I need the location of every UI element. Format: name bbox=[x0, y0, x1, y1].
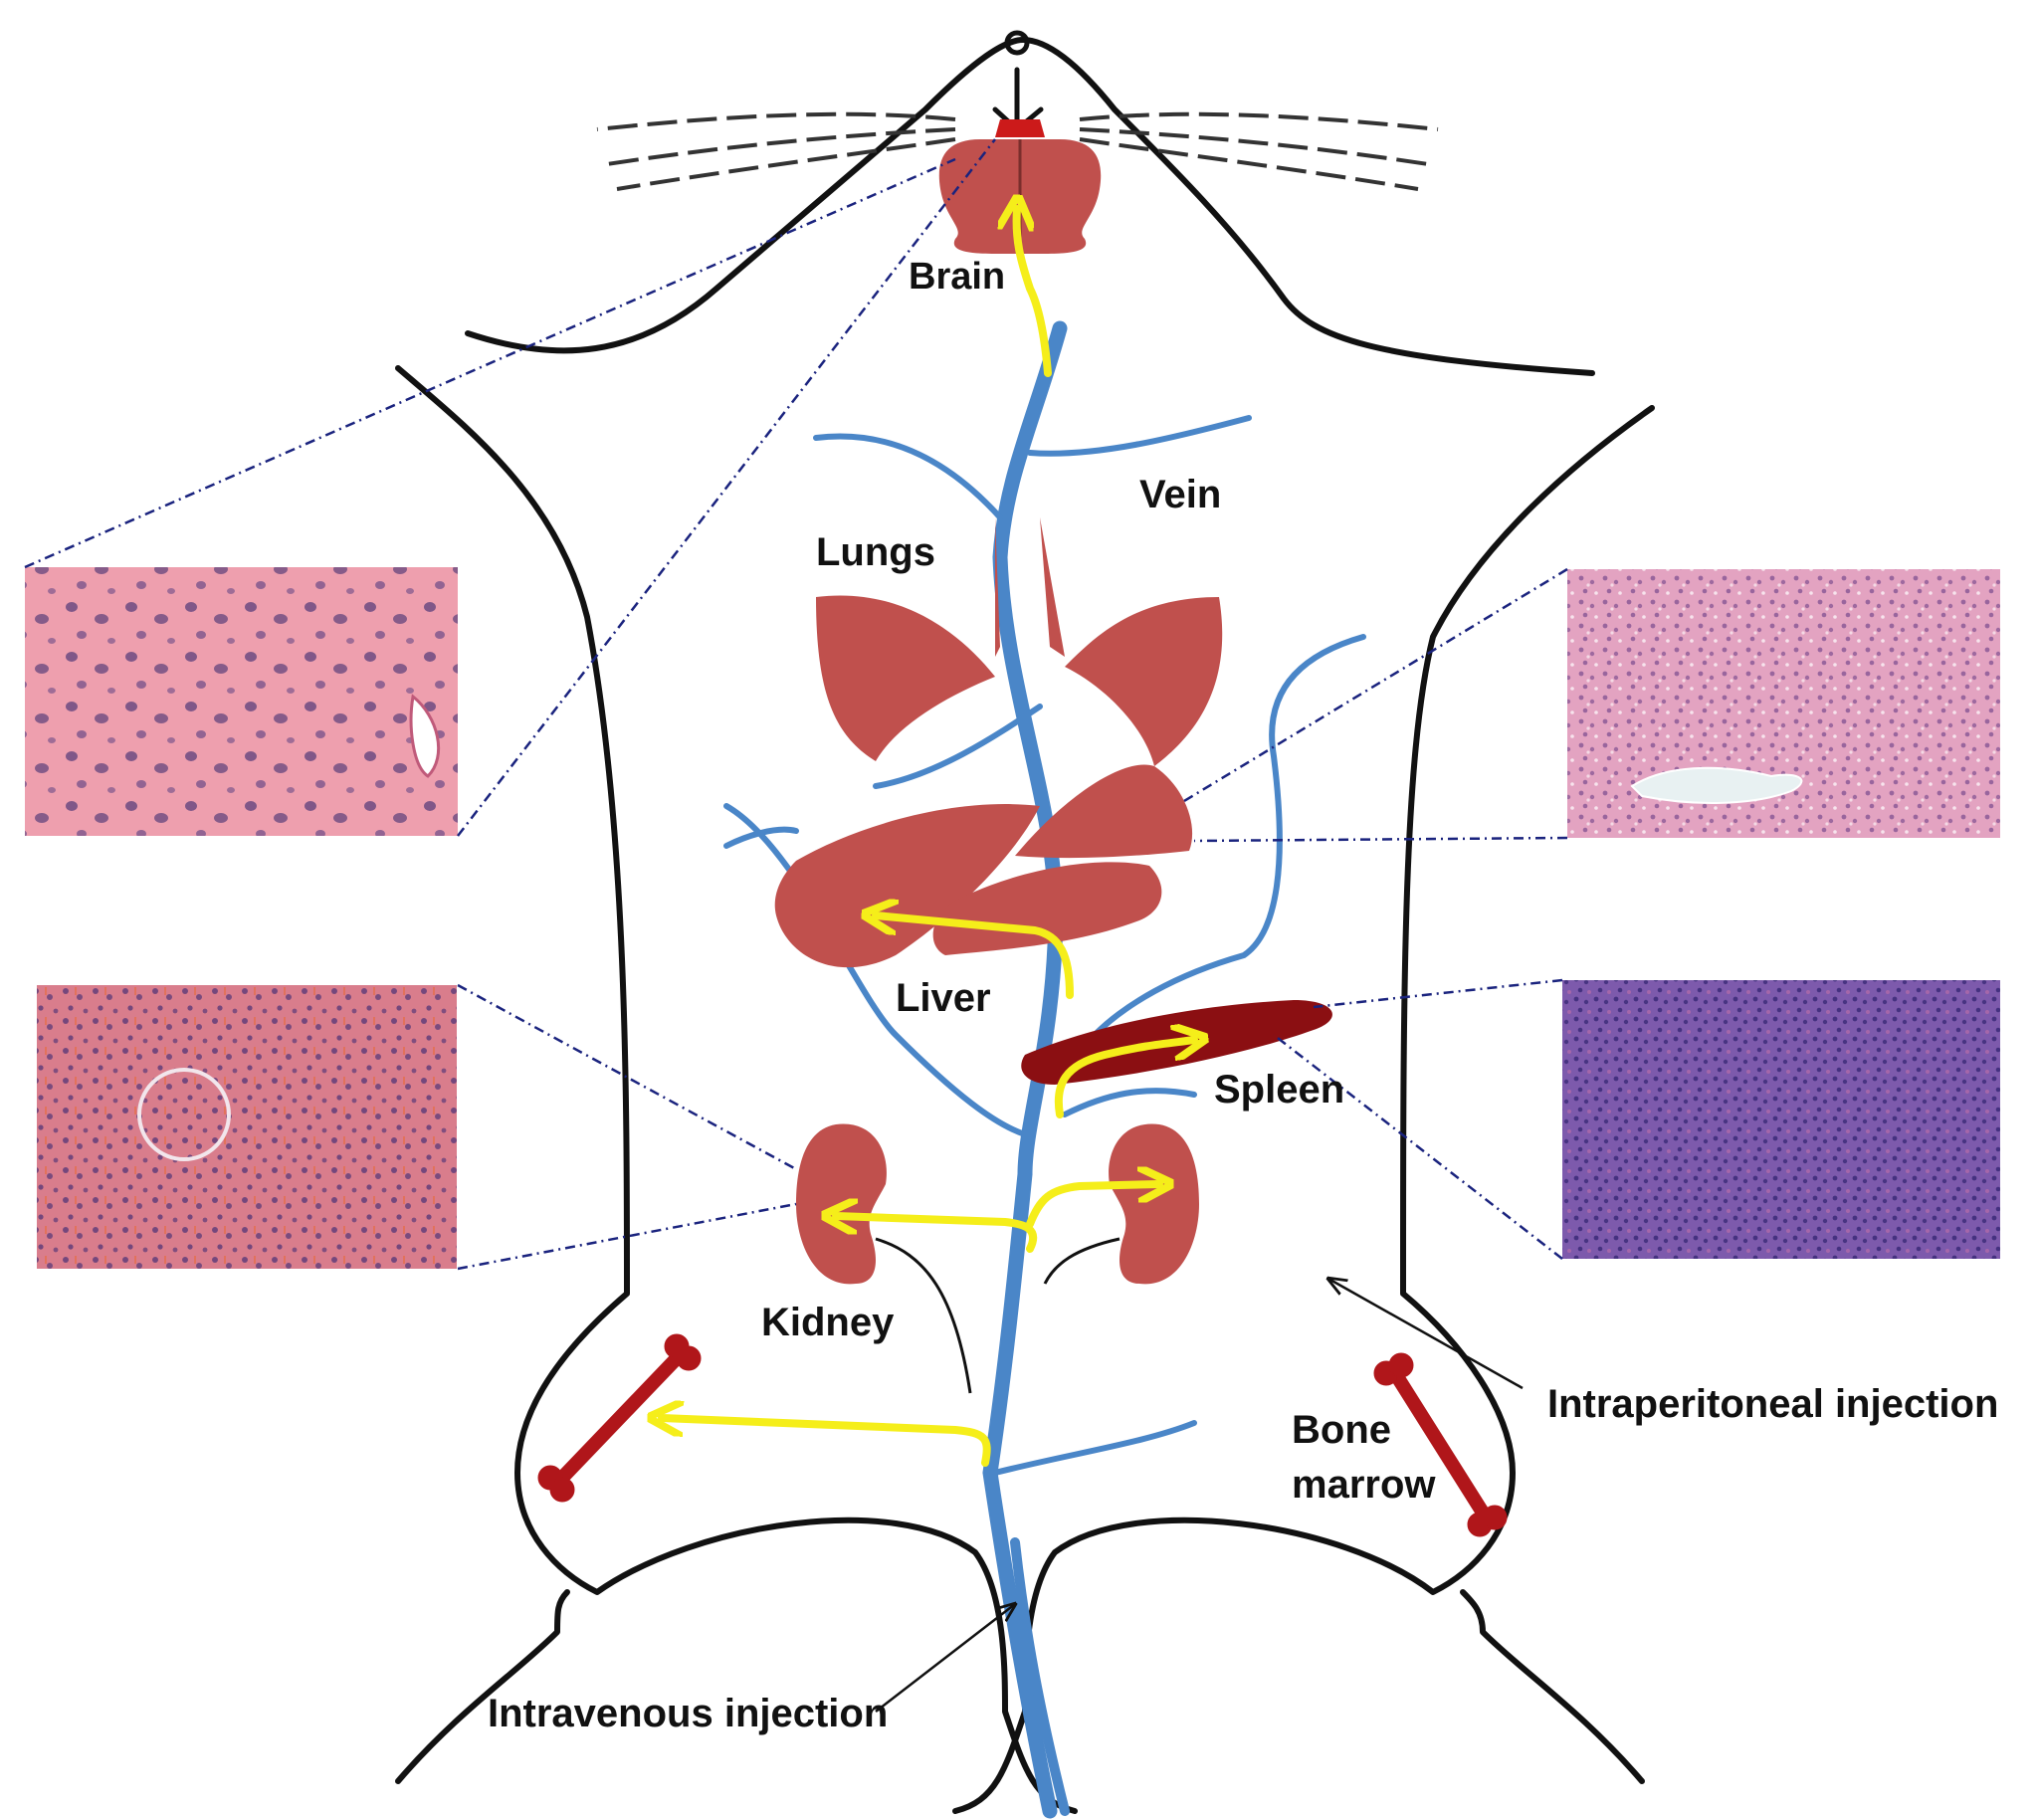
arrow-to-liver bbox=[876, 915, 1074, 999]
arrow-to-left-kidney bbox=[836, 1216, 1038, 1253]
arrow-to-bone bbox=[662, 1418, 991, 1467]
trachea-left bbox=[995, 517, 1000, 657]
vein-branch bbox=[992, 1420, 1197, 1476]
liver-lobe-2 bbox=[1015, 764, 1193, 859]
label-liver: Liver bbox=[896, 976, 991, 1020]
left-leg-outline bbox=[395, 1589, 570, 1784]
arrow-to-right-kidney bbox=[1026, 1184, 1159, 1228]
vein-branch bbox=[1092, 634, 1366, 1038]
label-bone-marrow-line1: Bone bbox=[1292, 1408, 1391, 1452]
right-bone bbox=[1373, 1352, 1508, 1537]
label-lungs: Lungs bbox=[816, 530, 935, 574]
head-outline bbox=[465, 37, 1595, 376]
vein-branch bbox=[1027, 415, 1252, 457]
brain-histology-vessel bbox=[409, 694, 441, 778]
whiskers bbox=[596, 111, 1439, 191]
mouse-outline bbox=[395, 30, 1655, 1814]
leader-lines bbox=[24, 138, 1568, 1271]
tail-vein bbox=[1010, 1537, 1070, 1816]
arrow-to-spleen bbox=[1054, 1040, 1194, 1118]
left-bone bbox=[537, 1333, 702, 1503]
right-lung bbox=[1065, 597, 1223, 766]
left-lung bbox=[816, 595, 995, 761]
labels: Brain Vein Lungs Liver Spleen Kidney Bon… bbox=[488, 256, 1998, 1735]
intraperitoneal-arrow bbox=[1328, 1279, 1524, 1390]
right-ureter bbox=[1043, 1237, 1120, 1285]
liver-histology bbox=[1567, 569, 2000, 838]
vein-branch bbox=[723, 803, 1028, 1137]
label-vein: Vein bbox=[1139, 473, 1221, 516]
intravenous-arrow bbox=[875, 1604, 1015, 1713]
left-kidney bbox=[796, 1123, 887, 1285]
spleen-histology bbox=[1562, 980, 2000, 1259]
right-kidney bbox=[1109, 1123, 1199, 1285]
label-kidney: Kidney bbox=[761, 1301, 895, 1344]
brain-histology bbox=[25, 567, 458, 836]
distribution-arrows bbox=[662, 209, 1194, 1467]
brainstem-mark bbox=[995, 119, 1045, 137]
label-bone-marrow-line2: marrow bbox=[1292, 1463, 1436, 1507]
label-spleen: Spleen bbox=[1214, 1068, 1344, 1112]
kidney-histology bbox=[37, 985, 457, 1269]
organs bbox=[537, 119, 1508, 1537]
tissue-panels bbox=[25, 567, 2000, 1269]
label-intraperitoneal: Intraperitoneal injection bbox=[1547, 1382, 1998, 1426]
liver-lobe-1 bbox=[774, 804, 1040, 968]
right-leg-outline bbox=[1460, 1589, 1645, 1784]
vein-branch bbox=[723, 826, 799, 849]
injection-pointers bbox=[875, 1279, 1524, 1713]
label-intravenous: Intravenous injection bbox=[488, 1692, 888, 1735]
vein-branch bbox=[1062, 1088, 1197, 1117]
trachea-right bbox=[1040, 517, 1065, 657]
arrow-to-brain bbox=[1017, 209, 1052, 377]
vein-branch bbox=[813, 433, 1003, 520]
left-body-outline bbox=[395, 365, 1078, 1814]
label-brain: Brain bbox=[909, 256, 1005, 298]
liver-lobe-3 bbox=[932, 862, 1162, 955]
liver-histology-vein bbox=[1630, 766, 1803, 804]
vein-branch bbox=[873, 704, 1043, 789]
glomerulus bbox=[137, 1068, 231, 1161]
left-ureter bbox=[875, 1237, 972, 1394]
nose bbox=[1004, 30, 1030, 56]
